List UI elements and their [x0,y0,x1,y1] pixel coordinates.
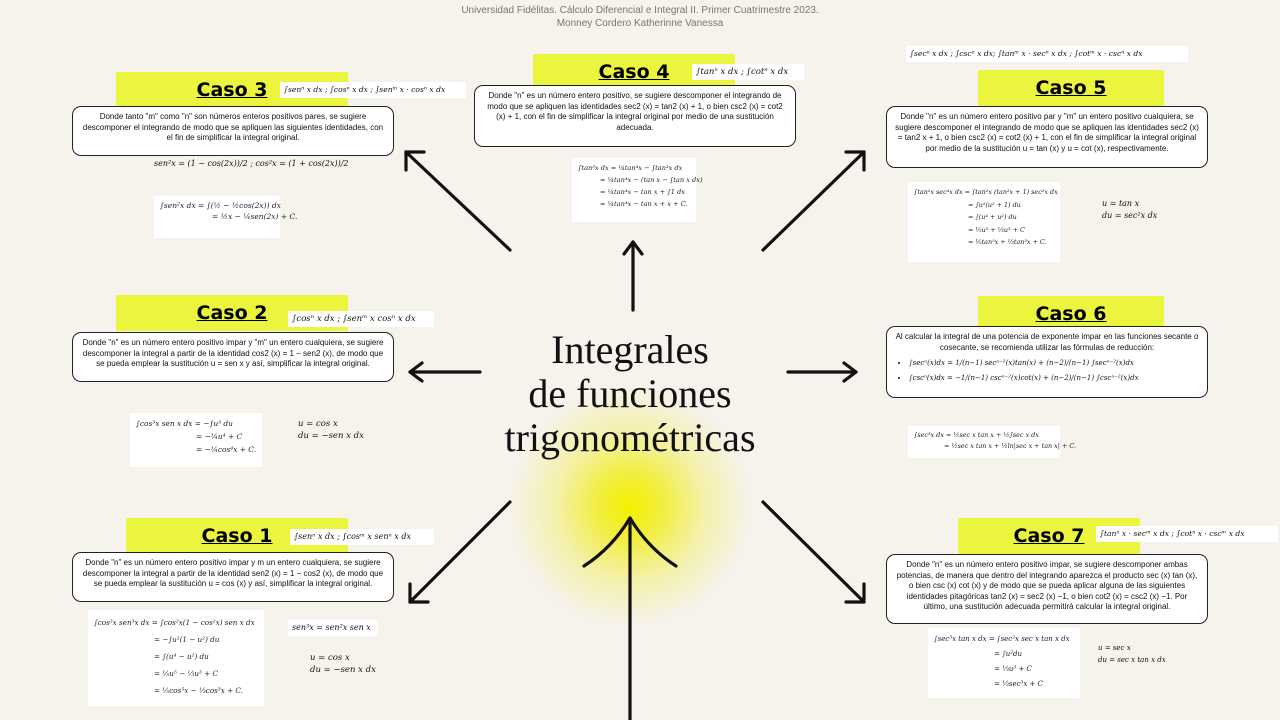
caso5-sub-line: du = sec²x dx [1102,211,1158,220]
caso1-formula: ∫senⁿ x dx ; ∫cosᵐ x senⁿ x dx [290,529,434,545]
arrow-caso4 [622,240,644,312]
arrow-caso1 [408,500,512,604]
caso6-example-line: ∫sec³x dx = ½sec x tan x + ½∫sec x dx [914,431,1039,439]
caso1-label-text: Caso 1 [201,525,273,547]
caso3-example: ∫sen²x dx = ∫(½ − ½cos(2x)) dx = ½x − ¼s… [154,196,298,238]
title-line-2: de funciones [528,371,732,416]
arrow-caso2 [408,361,482,383]
caso1-example-line: = ∫(u⁴ − u²) du [154,652,209,661]
caso1-example-line: = ⅕cos⁵x − ⅓cos³x + C. [154,686,243,695]
caso2-example-line: = −¼u⁴ + C [196,432,243,441]
title-line-1: Integrales [551,327,709,372]
caso5-label-text: Caso 5 [1035,77,1107,99]
caso3-label-text: Caso 3 [196,79,268,101]
caso6-example: ∫sec³x dx = ½sec x tan x + ½∫sec x dx = … [908,426,1077,458]
caso1-example-line: = −∫u²(1 − u²) du [154,635,220,644]
caso1-sub-line: u = cos x [310,653,350,663]
caso5-substitution: u = tan x du = sec²x dx [1098,196,1178,224]
caso5-example-line: = ∫u²(u² + 1) du [968,200,1021,209]
arrow-caso6 [786,361,858,383]
caso7-sub-line: du = sec x tan x dx [1098,656,1166,664]
arrow-bottom-center [582,516,678,720]
caso6-formula-csc: ∫cscⁿ(x)dx = −1/(n−1) cscⁿ⁻²(x)cot(x) + … [909,371,1199,386]
caso4-formula: ∫tanⁿ x dx ; ∫cotⁿ x dx [692,64,804,80]
caso1-example: ∫cos²x sen³x dx = ∫cos²x(1 − cos²x) sen … [88,610,264,706]
caso6-label-text: Caso 6 [1035,303,1107,325]
caso2-example: ∫cos³x sen x dx = −∫u³ du = −¼u⁴ + C = −… [130,413,262,467]
caso2-sub-line: du = −sen x dx [298,431,364,441]
caso4-example-line: ∫tan⁵x dx = ¼tan⁴x − ∫tan³x dx [578,164,683,172]
caso1-example-line: = ⅕u⁵ − ⅓u³ + C [154,669,218,678]
arrow-caso3 [404,150,512,252]
caso5-description: Donde "n" es un número entero positivo p… [886,106,1208,168]
arrow-caso7 [761,500,866,604]
header-line-1: Universidad Fidélitas. Cálculo Diferenci… [461,5,819,16]
caso3-formula: ∫senⁿ x dx ; ∫cosⁿ x dx ; ∫senᵐ x · cosⁿ… [280,82,466,98]
caso7-sub-line: u = sec x [1098,644,1131,652]
caso4-example-line: = ¼tan⁴x − tan x + ∫1 dx [600,188,685,196]
caso6-formula-sec: ∫secⁿ(x)dx = 1/(n−1) secⁿ⁻²(x)tan(x) + (… [909,356,1199,371]
caso3-description: Donde tanto "m" como "n" son números ent… [72,106,394,156]
caso3-label: Caso 3 [116,72,348,108]
caso7-example-line: ∫sec³x tan x dx = ∫sec²x sec x tan x dx [934,635,1070,643]
caso7-description: Donde "n" es un número entero positivo i… [886,554,1208,624]
caso3-example-line: = ½x − ¼sen(2x) + C. [212,212,298,221]
header: Universidad Fidélitas. Cálculo Diferenci… [0,4,1280,30]
caso2-example-line: = −¼cos⁴x + C. [196,445,257,454]
caso5-example: ∫tan²x sec⁴x dx = ∫tan²x (tan²x + 1) sec… [908,182,1060,262]
caso7-example-line: = ⅓sec³x + C [994,680,1043,688]
caso7-example-line: = ∫u²du [994,650,1023,658]
caso5-formula: ∫secⁿ x dx ; ∫cscⁿ x dx; ∫tanᵐ x · secⁿ … [906,46,1188,62]
caso5-example-line: = ⅕tan⁵x + ⅓tan³x + C. [968,238,1047,246]
caso5-example-line: = ⅕u⁵ + ⅓u³ + C [968,225,1025,234]
caso4-example-line: = ¼tan⁴x − tan x + x + C. [600,200,688,208]
caso1-description: Donde "n" es un número entero positivo i… [72,552,394,602]
caso7-substitution: u = sec x du = sec x tan x dx [1094,640,1184,668]
caso6-reduction-formulas: ∫secⁿ(x)dx = 1/(n−1) secⁿ⁻²(x)tan(x) + (… [895,356,1199,386]
caso7-example: ∫sec³x tan x dx = ∫sec²x sec x tan x dx … [928,628,1080,698]
caso1-substitution: u = cos x du = −sen x dx [306,650,380,678]
caso4-example-line: = ¼tan⁴x − (tan x − ∫tan x dx) [600,176,703,184]
main-title: Integrales de funciones trigonométricas [470,328,790,460]
caso1-identity: sen³x = sen²x sen x [288,620,378,636]
caso4-example: ∫tan⁵x dx = ¼tan⁴x − ∫tan³x dx = ¼tan⁴x … [572,158,703,222]
caso3-example-line: ∫sen²x dx = ∫(½ − ½cos(2x)) dx [160,201,281,210]
caso6-example-line: = ½sec x tan x + ½ln|sec x + tan x| + C. [944,442,1077,450]
caso2-substitution: u = cos x du = −sen x dx [294,416,364,444]
header-line-2: Monney Cordero Katherinne Vanessa [556,18,724,29]
caso5-example-line: = ∫(u⁴ + u²) du [968,213,1017,221]
caso4-label-text: Caso 4 [598,61,670,83]
caso6-box: Al calcular la integral de una potencia … [886,326,1208,398]
caso2-label-text: Caso 2 [196,302,268,324]
caso1-example-line: ∫cos²x sen³x dx = ∫cos²x(1 − cos²x) sen … [94,618,255,627]
caso4-description: Donde "n" es un número entero positivo, … [474,85,796,147]
caso1-sub-line: du = −sen x dx [310,665,376,675]
title-line-3: trigonométricas [504,415,756,460]
caso7-example-line: = ⅓u³ + C [994,665,1032,673]
caso7-formula: ∫tanⁿ x · secᵐ x dx ; ∫cotⁿ x · cscᵐ x d… [1096,526,1278,542]
caso5-label: Caso 5 [978,70,1164,106]
caso2-example-line: ∫cos³x sen x dx = −∫u³ du [136,419,233,428]
caso3-identity: sen²x = (1 − cos(2x))/2 ; cos²x = (1 + c… [154,159,349,168]
arrow-caso5 [761,150,866,252]
caso6-description: Al calcular la integral de una potencia … [895,332,1199,352]
caso2-description: Donde "n" es un número entero positivo i… [72,332,394,382]
caso2-sub-line: u = cos x [298,419,338,429]
caso2-formula: ∫cosⁿ x dx ; ∫senᵐ x cosⁿ x dx [288,311,434,327]
caso5-sub-line: u = tan x [1102,199,1140,208]
caso7-label-text: Caso 7 [1013,525,1085,547]
caso5-example-line: ∫tan²x sec⁴x dx = ∫tan²x (tan²x + 1) sec… [914,188,1058,196]
